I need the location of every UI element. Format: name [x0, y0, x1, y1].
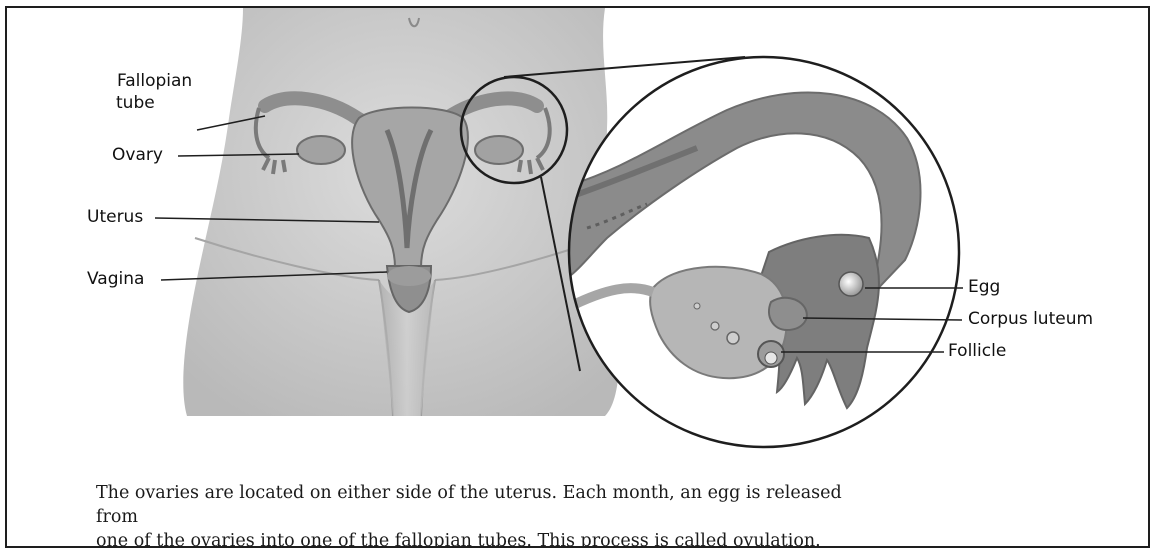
diagram-frame: Fallopian tube Ovary Uterus Vagina Egg C… — [5, 6, 1150, 548]
diagram-caption: The ovaries are located on either side o… — [96, 481, 856, 548]
label-fallopian-tube-line2: tube — [116, 93, 155, 113]
label-corpus-luteum: Corpus luteum — [968, 309, 1093, 329]
label-egg: Egg — [968, 277, 1000, 297]
caption-line-2: one of the ovaries into one of the fallo… — [96, 529, 856, 548]
caption-line-1: The ovaries are located on either side o… — [96, 481, 856, 529]
label-follicle: Follicle — [948, 341, 1006, 361]
label-fallopian-tube-line1: Fallopian — [117, 71, 192, 91]
label-ovary: Ovary — [112, 145, 163, 165]
label-vagina: Vagina — [87, 269, 144, 289]
label-uterus: Uterus — [87, 207, 143, 227]
magnified-view — [567, 57, 967, 448]
